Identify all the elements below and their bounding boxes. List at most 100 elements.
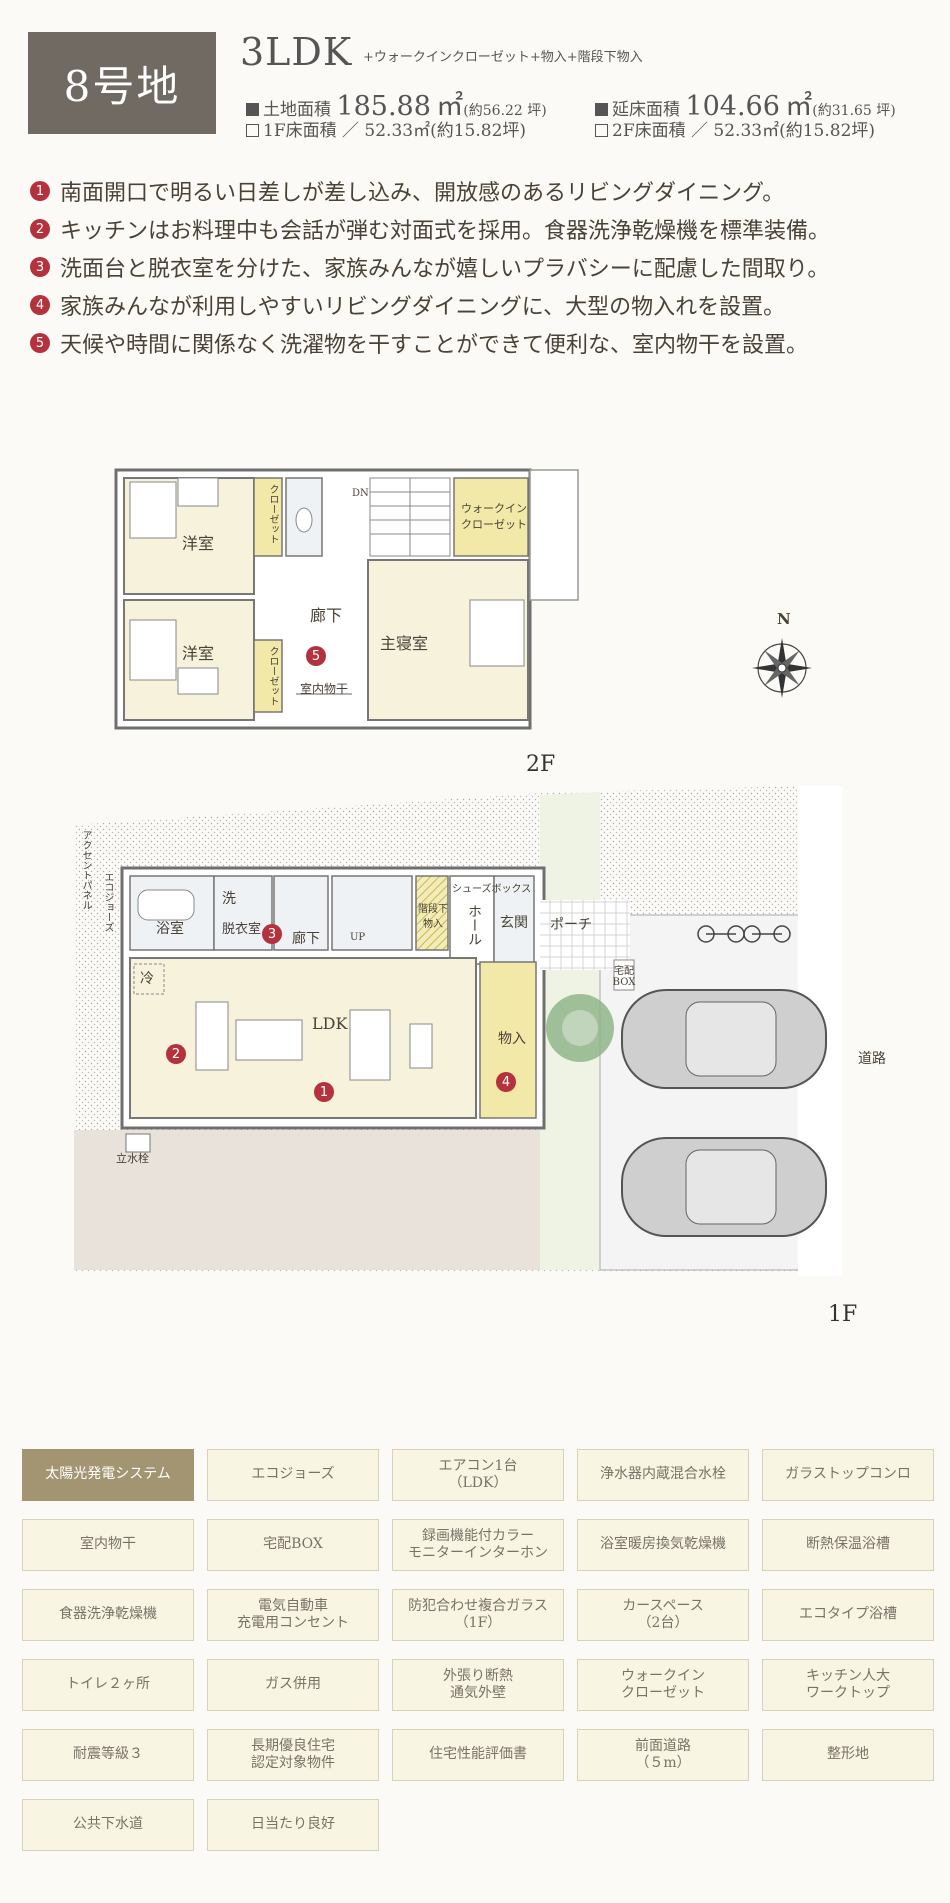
feature-tag: 浴室暖房換気乾燥機 [577,1519,749,1571]
label-shoebox: シューズボックス [452,884,532,895]
label-western-1: 洋室 [182,534,215,553]
label-western-2: 洋室 [182,644,215,663]
feature-tag: 日当たり良好 [207,1799,379,1851]
label-ldk: LDK [312,1014,348,1033]
floor1-area: 1F床面積 ／ 52.33㎡(約15.82坪) [246,116,526,141]
empty-square-icon [595,124,608,137]
marker-2: 2 [166,1044,186,1064]
label-closet-1: クローゼット [267,484,278,544]
label-entrance-hall: ホール [466,904,482,946]
point-number: 2 [30,219,50,239]
entrance [493,875,535,965]
filled-square-icon [595,103,608,116]
delivery-box-icon [613,959,635,991]
compass-icon [752,638,812,698]
feature-tag: カースペース （2台） [577,1589,749,1641]
sofa-icon [349,1009,391,1081]
feature-tag: ガラストップコンロ [762,1449,934,1501]
label-hall-1f: 廊下 [292,931,320,947]
label-drying: 室内物干 [300,682,349,696]
bathtub-icon [137,889,195,921]
feature-tag: ウォークイン クローゼット [577,1659,749,1711]
feature-tag: 住宅性能評価書 [392,1729,564,1781]
point-number: 5 [30,333,50,353]
car-icon [621,1137,827,1237]
label-ecojozu: エコジョーズ [102,872,113,932]
label-walkin: ウォークイン クローゼット [461,502,527,531]
label-up: UP [350,932,366,943]
feature-tag: 断熱保温浴槽 [762,1519,934,1571]
plan-2f [114,468,579,730]
feature-tag: 録画機能付カラー モニターインターホン [392,1519,564,1571]
desk-icon [177,477,219,507]
label-wash: 洗 [222,891,236,907]
dining-table-icon [235,1019,303,1061]
feature-tag: エコジョーズ [207,1449,379,1501]
porch [540,900,630,970]
lot-number-badge: 8号地 [28,32,216,134]
feature-tag: キッチン人大 ワークトップ [762,1659,934,1711]
label-bath: 浴室 [156,921,184,937]
filled-square-icon [246,103,259,116]
tree-icon [546,994,614,1062]
walkin-closet [453,477,529,557]
label-understairs: 階段下 物入 [418,904,448,930]
label-storage: 物入 [498,1031,526,1047]
feature-tag: 太陽光発電システム [22,1449,194,1501]
bicycle-icon [697,925,791,943]
feature-tag: ガス併用 [207,1659,379,1711]
label-fridge: 冷 [140,971,154,987]
feature-tag: 電気自動車 充電用コンセント [207,1589,379,1641]
feature-tag: 前面道路 （５m） [577,1729,749,1781]
closet-1 [253,477,283,557]
floor2-area: 2F床面積 ／ 52.33㎡(約15.82坪) [595,116,875,141]
bed-icon [469,599,525,667]
garden-area [74,1130,594,1270]
label-entrance: 玄関 [500,915,528,931]
label-master: 主寝室 [380,634,429,653]
point-number: 3 [30,257,50,277]
understairs-storage [415,875,449,951]
plan-type: 3LDK [240,30,353,74]
label-dressing: 脱衣室 [222,922,262,937]
desk-icon [177,667,219,695]
car-icon [621,989,827,1089]
feature-tag: 浄水器内蔵混合水栓 [577,1449,749,1501]
toilet-1f [331,875,413,951]
land-area: 土地面積 185.88 ㎡(約56.22 坪) [246,84,547,123]
compass-north-label: N [777,610,791,628]
faucet-icon [125,1133,151,1153]
floor-label-2f: 2F [526,752,556,777]
label-hall-2f: 廊下 [310,606,343,625]
washroom [273,875,329,951]
closet-2 [253,639,283,713]
feature-tag: 外張り断熱 通気外壁 [392,1659,564,1711]
point-number: 1 [30,181,50,201]
feature-tag: 防犯合わせ複合ガラス （1F） [392,1589,564,1641]
label-closet-2: クローゼット [267,646,278,706]
total-floor-area: 延床面積 104.66 ㎡(約31.65 坪) [595,84,896,123]
marker-3: 3 [262,924,282,944]
feature-tag: 長期優良住宅 認定対象物件 [207,1729,379,1781]
feature-tag: トイレ２ヶ所 [22,1659,194,1711]
label-porch: ポーチ [550,917,592,933]
label-road: 道路 [858,1051,886,1067]
feature-tag: エアコン1台 （LDK） [392,1449,564,1501]
label-faucet: 立水栓 [116,1152,149,1165]
label-accent-panel: アクセントパネル [80,830,91,910]
feature-tag: 耐震等級３ [22,1729,194,1781]
fridge-space [133,963,165,995]
feature-tag: 室内物干 [22,1519,194,1571]
empty-square-icon [246,124,259,137]
feature-tag: 整形地 [762,1729,934,1781]
feature-tag: 食器洗浄乾燥機 [22,1589,194,1641]
marker-4: 4 [496,1072,516,1092]
label-delivery-box: 宅配 BOX [612,966,636,988]
